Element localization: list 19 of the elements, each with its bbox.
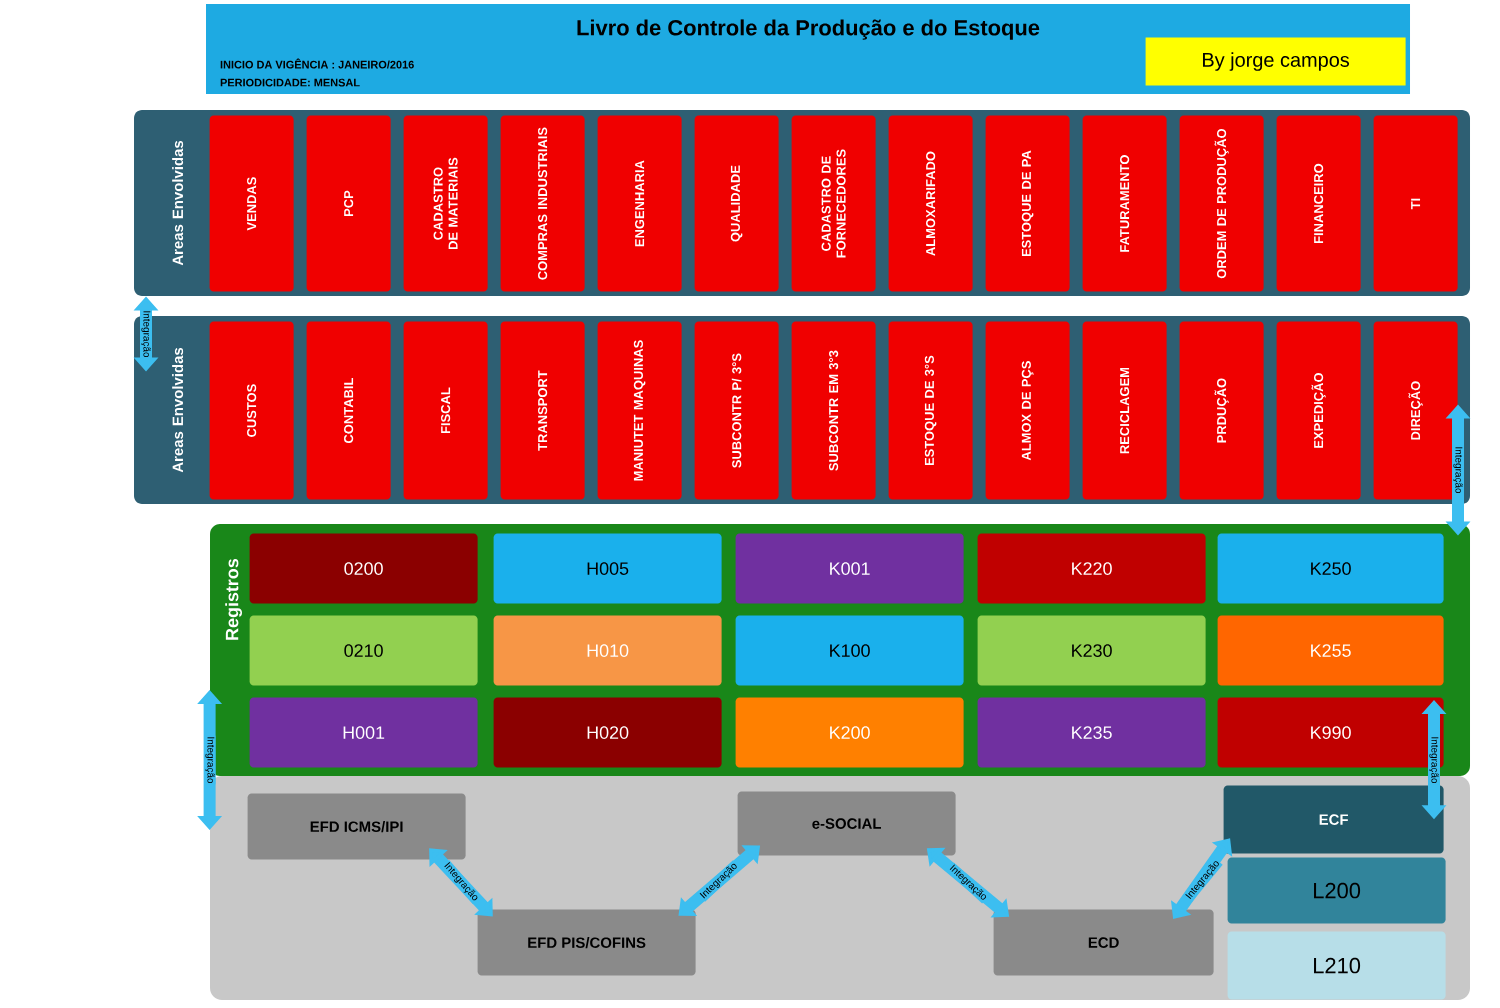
register-box: K001 xyxy=(735,533,964,604)
register-box: K250 xyxy=(1217,533,1444,604)
register-box: H010 xyxy=(493,615,722,686)
register-box: K255 xyxy=(1217,615,1444,686)
register-box: H020 xyxy=(493,697,722,768)
register-box: 0200 xyxy=(249,533,478,604)
system-box: L210 xyxy=(1227,931,1446,1000)
integration-arrow xyxy=(429,848,493,917)
register-box: H005 xyxy=(493,533,722,604)
register-box: 0210 xyxy=(249,615,478,686)
register-box: K220 xyxy=(977,533,1206,604)
integration-arrow xyxy=(197,690,223,830)
register-box: H001 xyxy=(249,697,478,768)
system-box: L200 xyxy=(1227,857,1446,924)
author-box: By jorge campos xyxy=(1145,37,1406,86)
register-box: K200 xyxy=(735,697,964,768)
register-box: K230 xyxy=(977,615,1206,686)
register-box: K235 xyxy=(977,697,1206,768)
register-box: K100 xyxy=(735,615,964,686)
